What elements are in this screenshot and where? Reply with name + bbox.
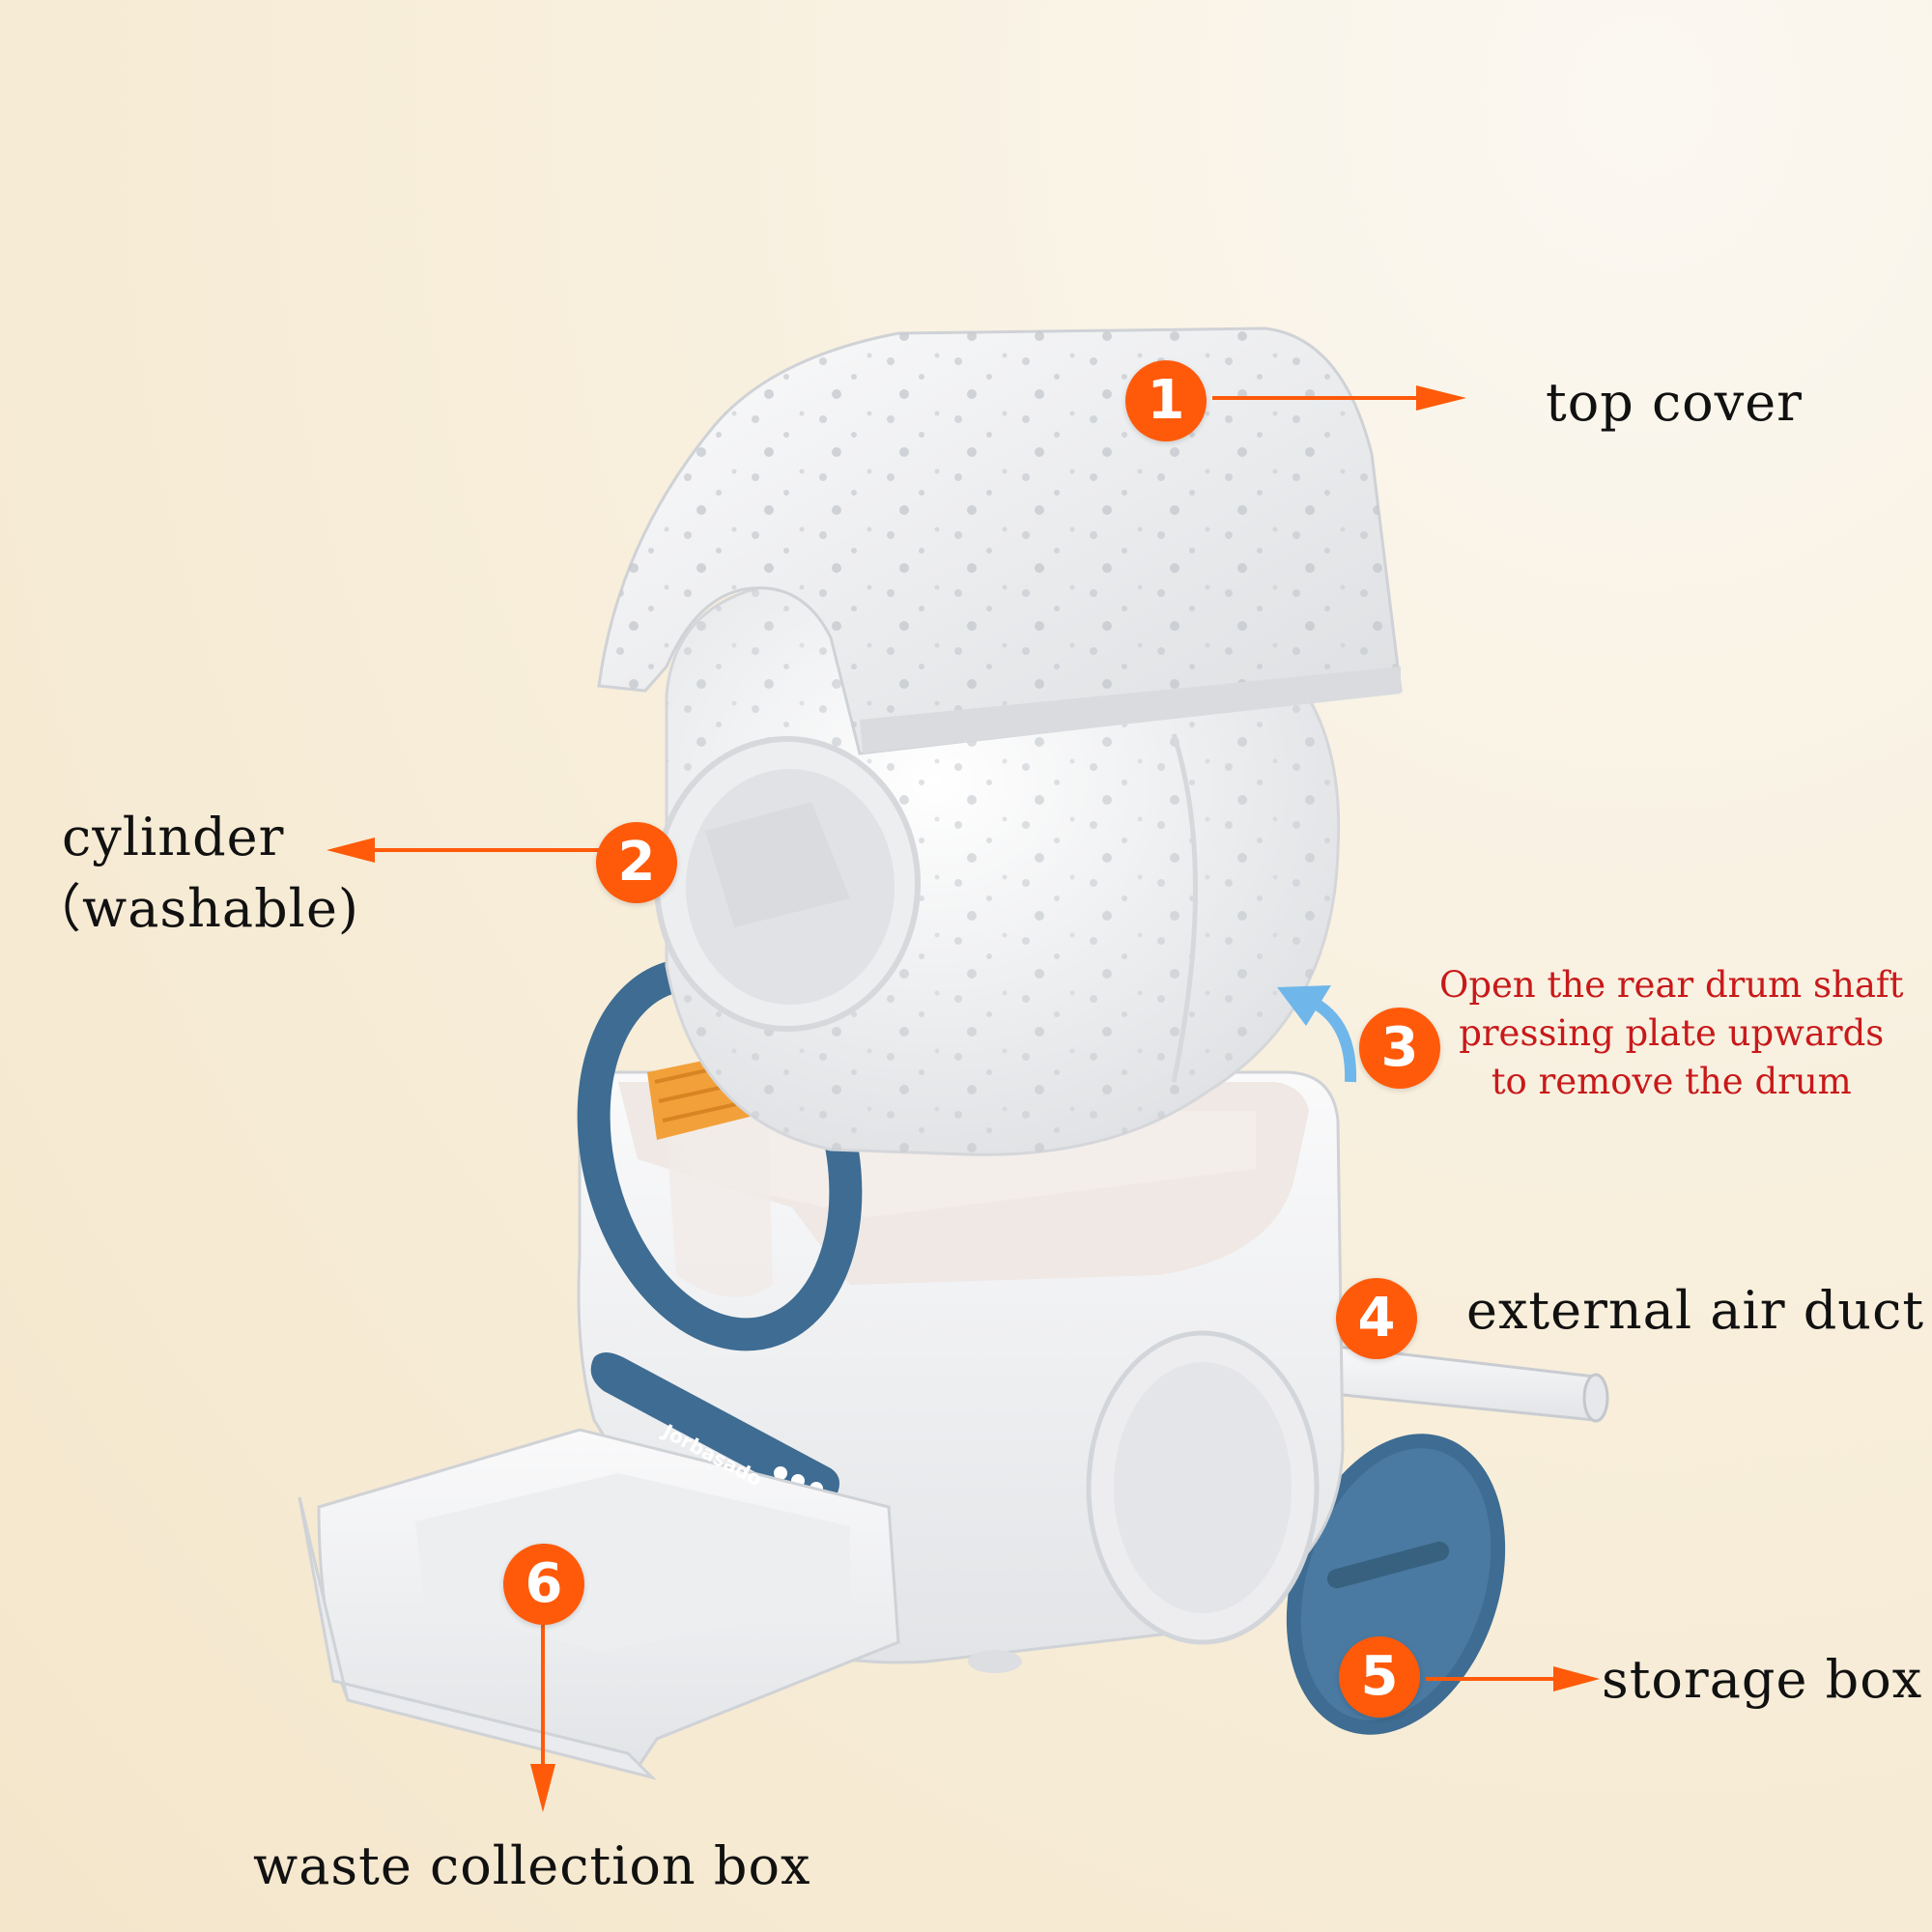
top-cover [597, 327, 1403, 755]
marker-1: 1 [1125, 360, 1207, 441]
note-line-2: pressing plate upwards [1459, 1012, 1885, 1054]
air-duct-pipe [1302, 1341, 1609, 1423]
note-line-1: Open the rear drum shaft [1439, 964, 1904, 1006]
label-waste-collection-box: waste collection box [253, 1835, 811, 1896]
marker-4: 4 [1336, 1278, 1417, 1359]
marker-3: 3 [1359, 1008, 1440, 1089]
storage-box-lid [1286, 1434, 1506, 1735]
waste-drawer [298, 1428, 900, 1780]
marker-2: 2 [596, 822, 677, 903]
marker-6: 6 [503, 1544, 584, 1625]
drum-cylinder [654, 578, 1341, 1156]
drum-removal-note: Open the rear drum shaft pressing plate … [1439, 961, 1903, 1106]
leader-arrows [327, 385, 1600, 1812]
note-line-3: to remove the drum [1491, 1061, 1852, 1102]
label-cylinder-line-1: cylinder [62, 807, 285, 867]
label-cylinder-line-2: （washable) [29, 878, 359, 939]
label-cylinder: cylinder （washable) [29, 802, 359, 945]
label-external-air-duct: external air duct [1466, 1280, 1925, 1341]
marker-5: 5 [1339, 1636, 1420, 1718]
label-storage-box: storage box [1602, 1649, 1923, 1710]
label-top-cover: top cover [1546, 372, 1803, 433]
